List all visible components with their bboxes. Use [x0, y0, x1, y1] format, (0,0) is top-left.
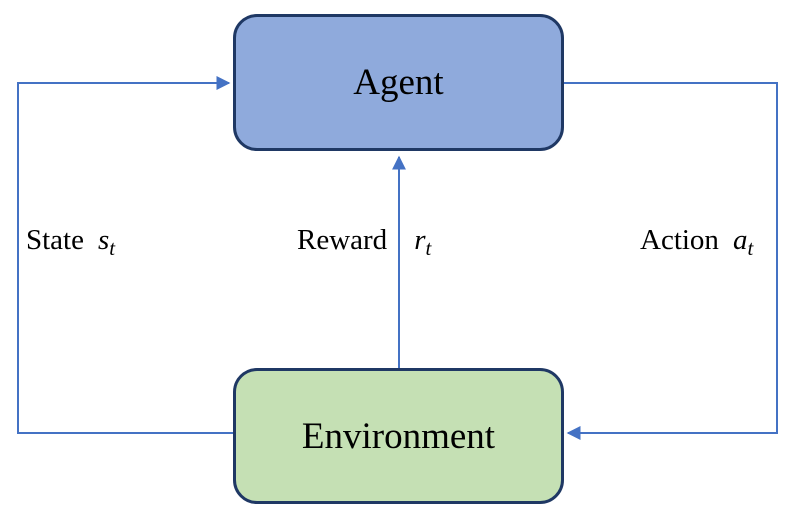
action-symbol: a — [732, 224, 748, 256]
action-label-word: Action — [640, 224, 719, 256]
state-arrow — [17, 76, 233, 434]
agent-box: Agent — [233, 14, 564, 151]
reward-label-word: Reward — [297, 224, 388, 256]
action-arrow — [564, 82, 778, 440]
state-subscript: t — [109, 235, 116, 260]
reward-subscript: t — [425, 235, 432, 260]
environment-box: Environment — [233, 368, 564, 504]
state-label-word: State — [26, 224, 84, 256]
environment-label: Environment — [301, 415, 496, 457]
reward-symbol: r — [414, 224, 426, 256]
agent-label: Agent — [353, 62, 444, 103]
state-symbol: s — [98, 224, 110, 256]
action-subscript: t — [747, 235, 754, 260]
